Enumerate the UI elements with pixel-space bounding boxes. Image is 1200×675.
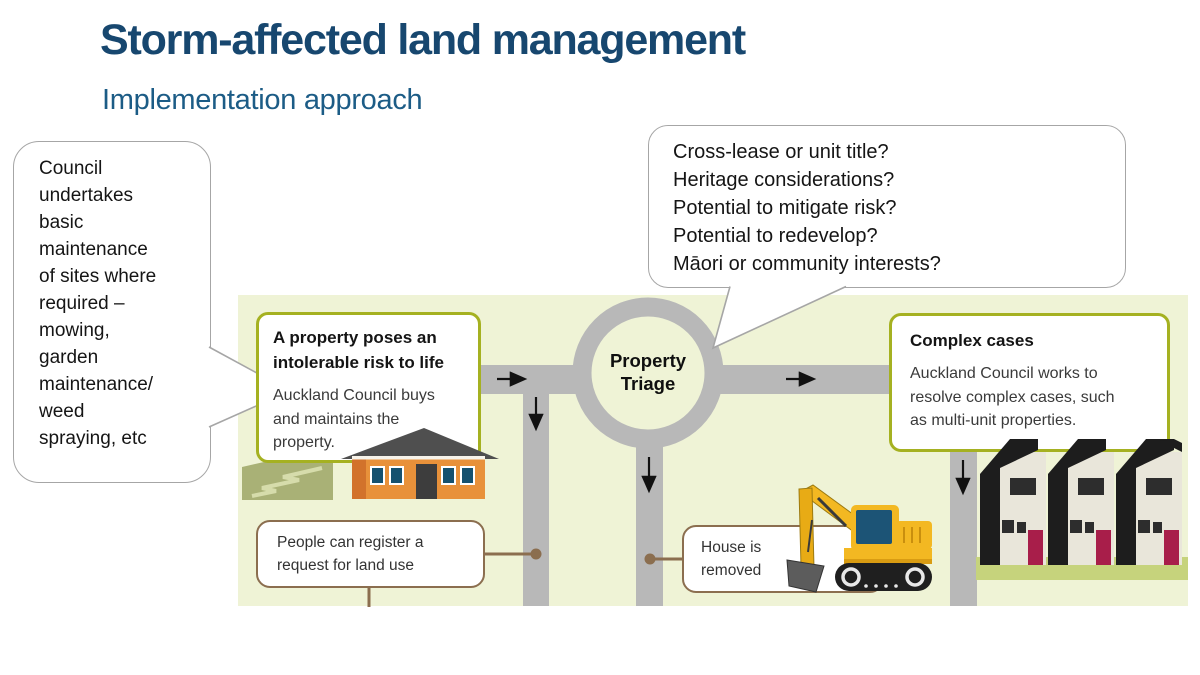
bubble-line: required – (39, 293, 125, 314)
roundabout-label-line: Triage (620, 373, 676, 394)
house-removed-box: House is removed (682, 525, 884, 593)
bubble-line: weed (39, 401, 85, 422)
box-body-line: request for land use (277, 557, 415, 574)
bubble-line: undertakes (39, 185, 134, 206)
bubble-line: Potential to redevelop? (673, 225, 878, 247)
triage-questions-bubble: Cross-lease or unit title? Heritage cons… (648, 125, 1126, 288)
box-body-line: resolve complex cases, such (910, 388, 1115, 406)
bubble-line: spraying, etc (39, 428, 147, 449)
bubble-line: Council (39, 158, 103, 179)
box-body-line: as multi-unit properties. (910, 412, 1077, 429)
box-body-line: and maintains the (273, 410, 400, 428)
bubble-line: mowing, (39, 320, 110, 341)
box-body-line: removed (701, 562, 762, 579)
box-body-line: Auckland Council buys (273, 387, 435, 404)
box-heading: A property poses an (273, 328, 437, 347)
box-heading: intolerable risk to life (273, 353, 444, 372)
complex-cases-box: Complex cases Auckland Council works to … (889, 313, 1170, 452)
roundabout-label-line: Property (609, 350, 687, 371)
bubble-line: Cross-lease or unit title? (673, 141, 889, 163)
roundabout-label: Property Triage (583, 349, 713, 395)
register-land-use-box: People can register a request for land u… (256, 520, 485, 588)
bubble-line: Potential to mitigate risk? (673, 197, 897, 219)
intolerable-risk-box: A property poses an intolerable risk to … (256, 312, 481, 463)
page-subtitle: Implementation approach (102, 84, 423, 116)
box-body-line: House is (701, 539, 762, 556)
bubble-line: basic (39, 212, 84, 233)
bubble-line: Māori or community interests? (673, 253, 941, 275)
box-body-line: Auckland Council works to (910, 365, 1098, 382)
bubble-line: maintenance (39, 239, 148, 260)
box-heading: Complex cases (910, 331, 1034, 350)
box-body-line: property. (273, 434, 335, 451)
page-title: Storm-affected land management (100, 16, 746, 64)
bubble-line: of sites where (39, 266, 157, 287)
council-maintenance-bubble: Council undertakes basic maintenance of … (13, 141, 211, 483)
bubble-line: maintenance/ (39, 374, 154, 395)
bubble-line: Heritage considerations? (673, 169, 895, 191)
box-body-line: People can register a (277, 534, 424, 551)
bubble-line: garden (39, 347, 99, 368)
